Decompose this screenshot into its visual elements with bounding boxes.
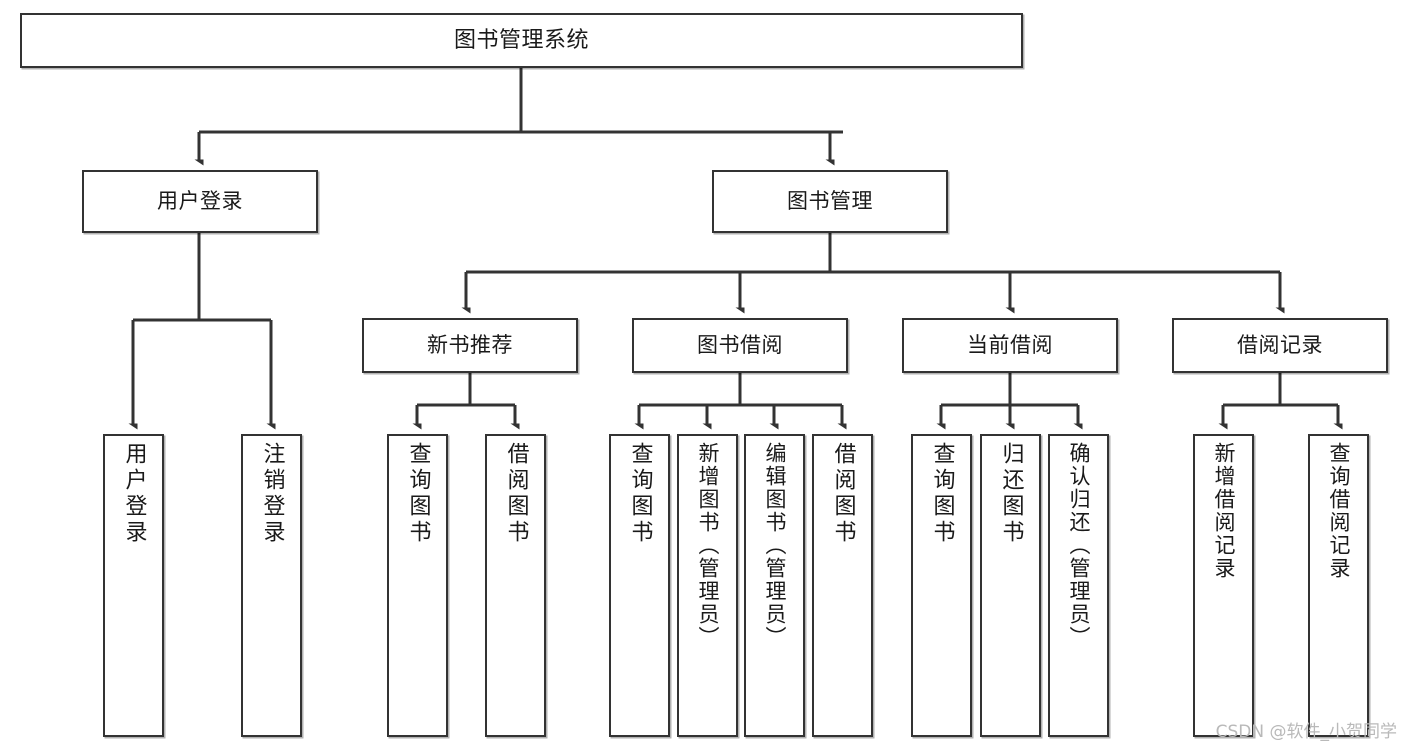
node-label: 新增图书（管理员） bbox=[696, 442, 720, 649]
node-label: 用户登录 bbox=[121, 442, 147, 546]
node-label: 编辑图书（管理员） bbox=[763, 442, 787, 649]
node-label: 借阅图书 bbox=[503, 442, 529, 546]
node-book-borrow[interactable]: 图书借阅 bbox=[632, 318, 848, 373]
node-label: 注销登录 bbox=[259, 442, 285, 546]
node-label: 借阅记录 bbox=[1237, 333, 1323, 358]
node-label: 查询图书 bbox=[627, 442, 653, 546]
node-new-book-recommend[interactable]: 新书推荐 bbox=[362, 318, 578, 373]
node-borrow-records[interactable]: 借阅记录 bbox=[1172, 318, 1388, 373]
leaf-borrow-book-recommend[interactable]: 借阅图书 bbox=[485, 434, 546, 737]
leaf-return-book[interactable]: 归还图书 bbox=[980, 434, 1041, 737]
node-label: 确认归还（管理员） bbox=[1067, 442, 1091, 649]
node-label: 图书借阅 bbox=[697, 333, 783, 358]
node-label: 图书管理系统 bbox=[453, 27, 589, 53]
node-root-book-management-system[interactable]: 图书管理系统 bbox=[20, 13, 1023, 68]
node-label: 新书推荐 bbox=[427, 333, 513, 358]
leaf-query-book-recommend[interactable]: 查询图书 bbox=[387, 434, 448, 737]
node-label: 查询图书 bbox=[929, 442, 955, 546]
watermark: CSDN @软件_小贺同学 bbox=[1215, 722, 1397, 742]
node-label: 新增借阅记录 bbox=[1212, 442, 1236, 580]
node-label: 用户登录 bbox=[157, 189, 243, 214]
leaf-add-book-admin[interactable]: 新增图书（管理员） bbox=[677, 434, 738, 737]
node-label: 图书管理 bbox=[787, 189, 873, 214]
leaf-user-login[interactable]: 用户登录 bbox=[103, 434, 164, 737]
leaf-query-book-current[interactable]: 查询图书 bbox=[911, 434, 972, 737]
leaf-user-logout[interactable]: 注销登录 bbox=[241, 434, 302, 737]
node-current-borrow[interactable]: 当前借阅 bbox=[902, 318, 1118, 373]
node-label: 归还图书 bbox=[998, 442, 1024, 546]
leaf-query-book-borrow[interactable]: 查询图书 bbox=[609, 434, 670, 737]
leaf-edit-book-admin[interactable]: 编辑图书（管理员） bbox=[744, 434, 805, 737]
node-label: 借阅图书 bbox=[830, 442, 856, 546]
leaf-add-borrow-record[interactable]: 新增借阅记录 bbox=[1193, 434, 1254, 737]
leaf-borrow-book[interactable]: 借阅图书 bbox=[812, 434, 873, 737]
node-label: 查询图书 bbox=[405, 442, 431, 546]
node-label: 当前借阅 bbox=[967, 333, 1053, 358]
node-book-management[interactable]: 图书管理 bbox=[712, 170, 948, 233]
node-label: 查询借阅记录 bbox=[1327, 442, 1351, 580]
leaf-confirm-return-admin[interactable]: 确认归还（管理员） bbox=[1048, 434, 1109, 737]
leaf-query-borrow-record[interactable]: 查询借阅记录 bbox=[1308, 434, 1369, 737]
node-user-login[interactable]: 用户登录 bbox=[82, 170, 318, 233]
